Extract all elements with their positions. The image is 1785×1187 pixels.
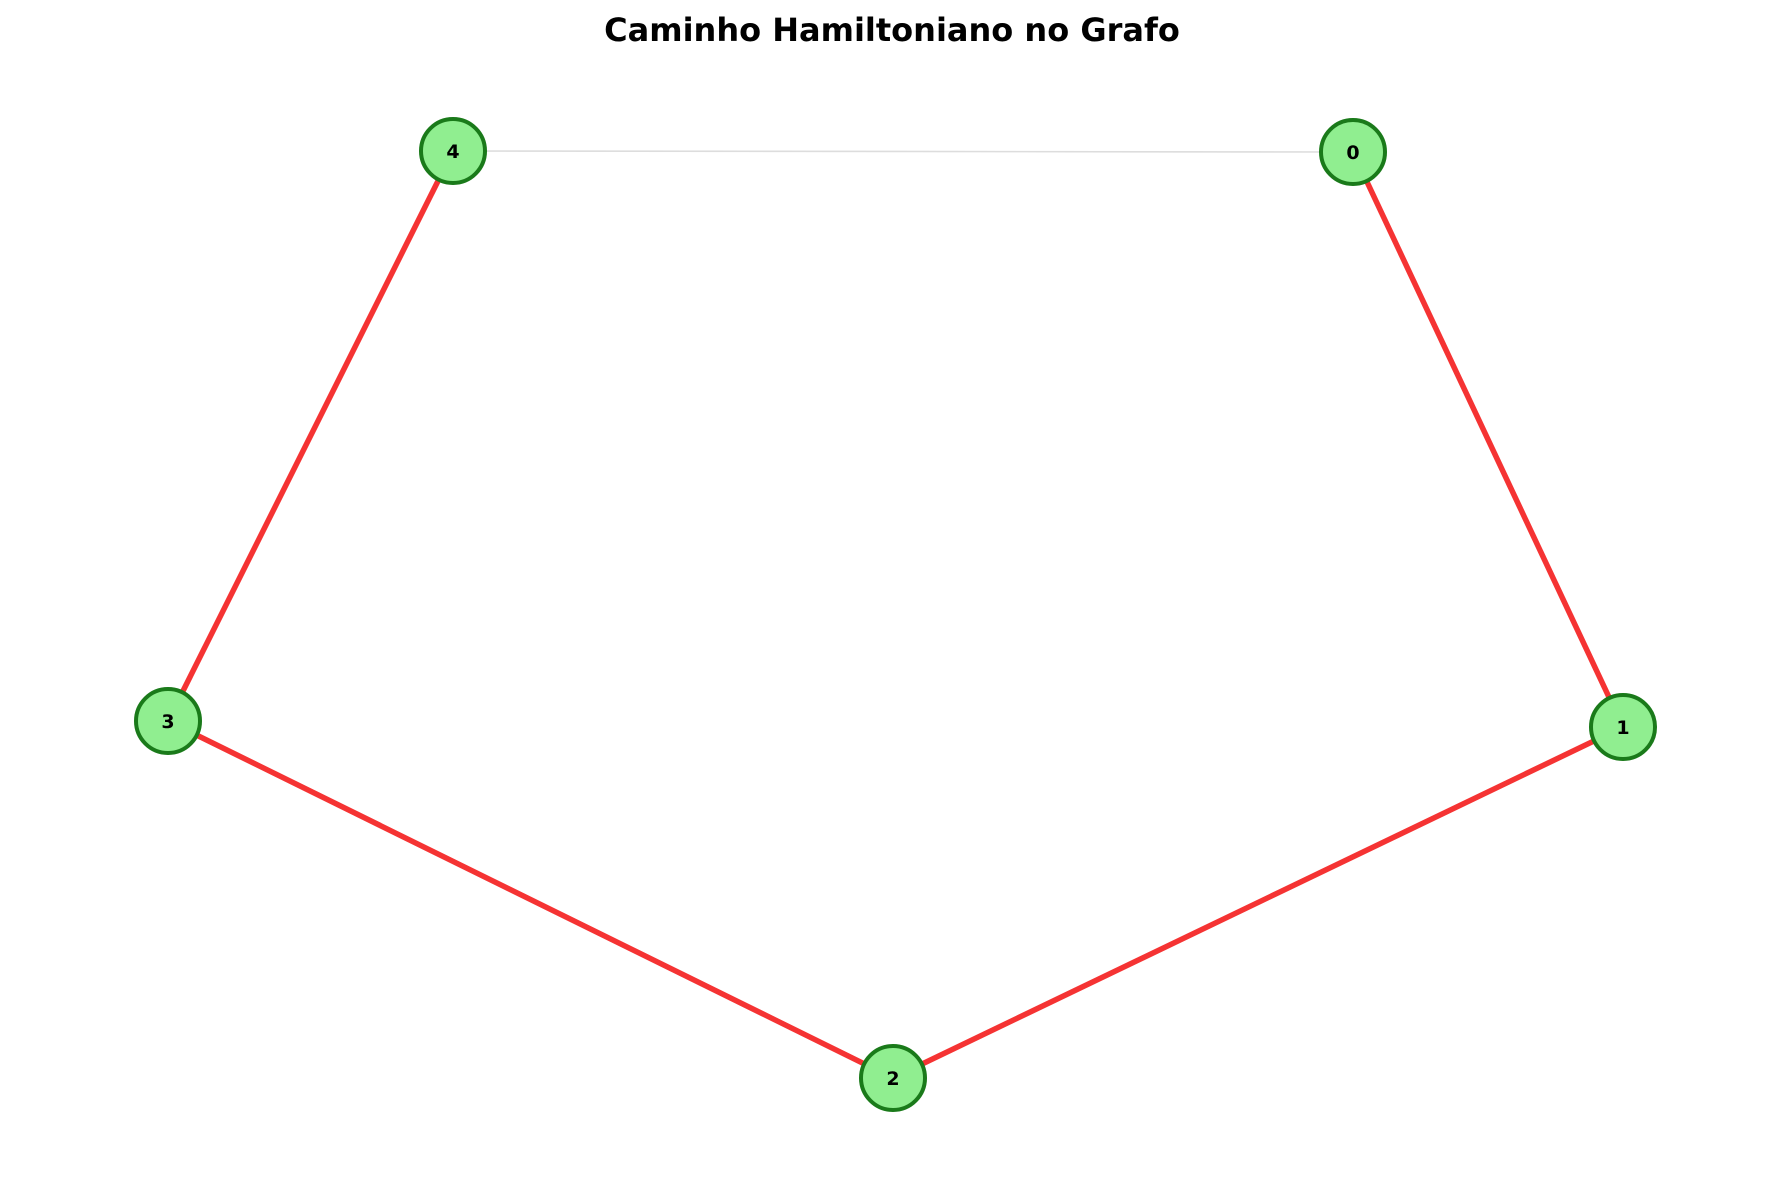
node-circle-4 [419, 117, 487, 185]
graph-title: Caminho Hamiltoniano no Grafo [604, 11, 1180, 49]
node-label-1: 1 [1616, 717, 1629, 739]
node-circle-2 [859, 1044, 927, 1112]
node-label-4: 4 [446, 141, 459, 163]
node-1: 1 [1589, 693, 1657, 761]
edge-2-3-path [166, 718, 895, 1081]
edge-4-0 [452, 150, 1354, 153]
edge-0-1-path [1350, 150, 1626, 729]
node-0: 0 [1319, 118, 1387, 186]
node-label-2: 2 [886, 1068, 899, 1090]
node-circle-3 [134, 687, 202, 755]
edge-3-4-path [165, 149, 456, 723]
node-label-3: 3 [161, 711, 174, 733]
node-2: 2 [859, 1044, 927, 1112]
node-4: 4 [419, 117, 487, 185]
nodes-layer: 0 1 2 3 4 [134, 117, 1657, 1112]
node-circle-0 [1319, 118, 1387, 186]
edges-layer [165, 149, 1626, 1081]
edge-1-2-path [891, 724, 1625, 1081]
node-3: 3 [134, 687, 202, 755]
node-circle-1 [1589, 693, 1657, 761]
node-label-0: 0 [1346, 142, 1359, 164]
